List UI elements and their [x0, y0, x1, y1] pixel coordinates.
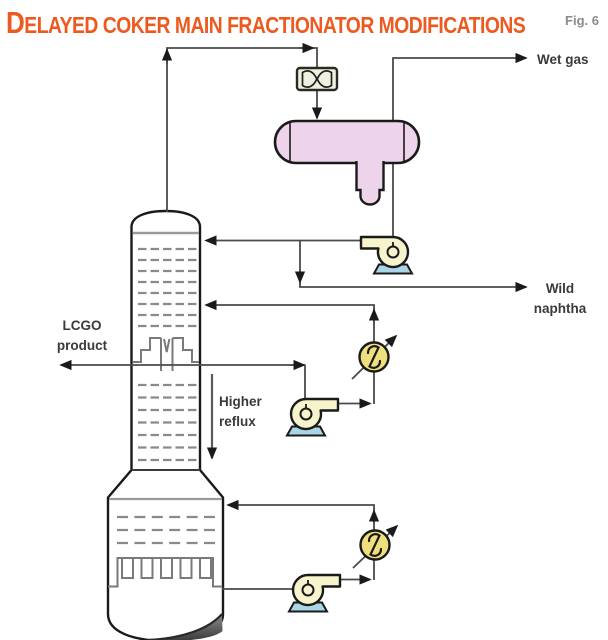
- mid-pumparound-return-line: [204, 299, 375, 404]
- figure-title: DELAYED COKER MAIN FRACTIONATOR MODIFICA…: [6, 5, 526, 40]
- column-shell: [106, 209, 225, 640]
- wild-naphtha-label: Wild naphtha: [533, 281, 587, 316]
- bottom-head-shade: [148, 614, 223, 640]
- bottom-head-rim: [147, 613, 223, 640]
- mid-pumparound-pump-icon: [285, 397, 340, 437]
- wild-naphtha-line: [299, 240, 528, 293]
- bottom-pumparound-pump-icon: [287, 573, 342, 613]
- bottom-pumparound-return-line: [226, 499, 375, 580]
- overhead-vapor-line: [166, 47, 318, 212]
- lcgo-product-label: LCGO product: [56, 318, 108, 353]
- trays-bottom: [117, 515, 215, 545]
- trays-lower: [138, 383, 197, 462]
- figure-number: Fig. 6: [565, 13, 599, 28]
- higher-reflux-label: Higher reflux: [219, 394, 262, 429]
- fractionator-column: [106, 209, 225, 640]
- bottom-heat-exchanger-icon: [359, 529, 391, 561]
- overhead-pump-icon: [359, 235, 414, 275]
- bottom-chimney-tray: [108, 557, 223, 588]
- drum-boot: [356, 161, 384, 205]
- wet-gas-line: [392, 52, 528, 120]
- trays-upper: [138, 247, 197, 328]
- accumulator-drum: [273, 119, 421, 206]
- fan-condenser-icon: [295, 66, 339, 92]
- mid-heat-exchanger-icon: [358, 341, 390, 373]
- wet-gas-label: Wet gas: [537, 52, 589, 67]
- draw-tray-internals: [133, 337, 199, 371]
